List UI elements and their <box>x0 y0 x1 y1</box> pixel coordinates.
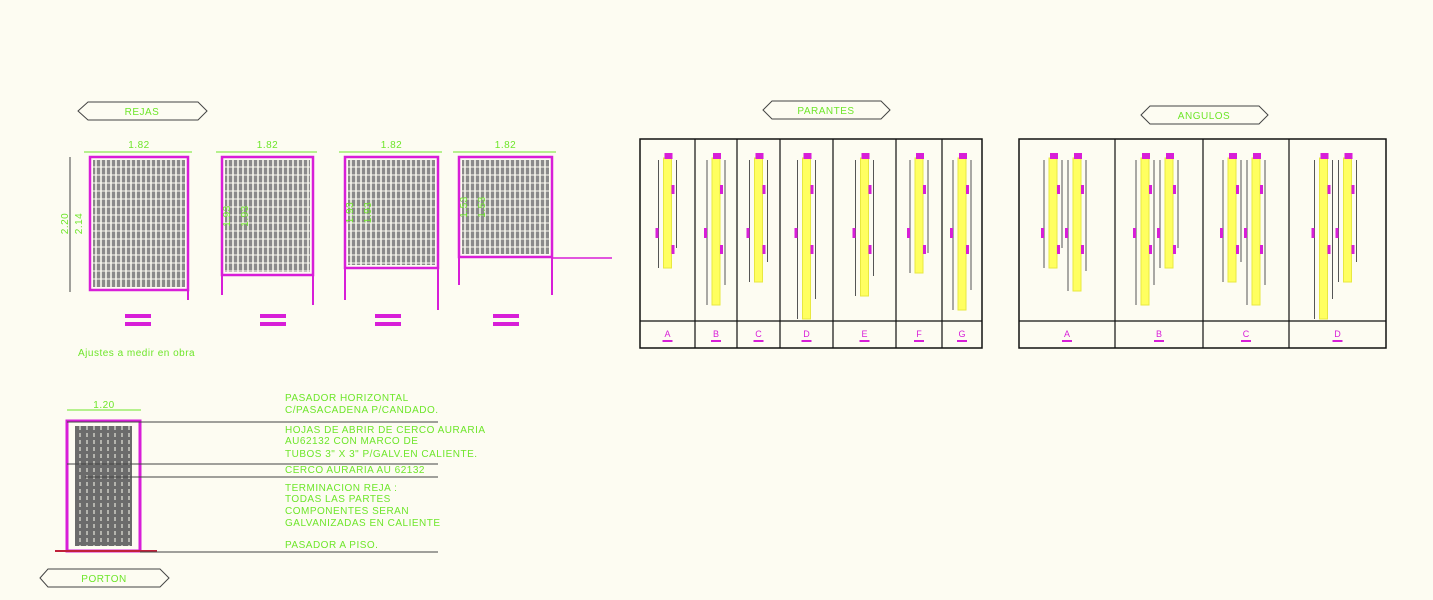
porton-notes: PASADOR HORIZONTAL C/PASACADENA P/CANDAD… <box>285 393 486 551</box>
post-detail <box>704 153 726 306</box>
porton-width-dim: 1.20 <box>93 400 114 411</box>
post-detail <box>1041 153 1087 292</box>
note-line: CERCO AURARIA AU 62132 <box>285 465 425 476</box>
gate-height-dim: 1.93 <box>345 202 356 223</box>
gate-width-dim: 1.82 <box>257 140 278 151</box>
gate-height-dim: 1.93 <box>222 205 233 226</box>
post-detail <box>655 153 677 269</box>
column-label: E <box>861 329 867 339</box>
rejas-tag-label: REJAS <box>125 107 160 118</box>
angulos-table: A B C D <box>1018 138 1387 349</box>
parantes-tag-label: PARANTES <box>797 106 854 117</box>
parantes-tag: PARANTES <box>762 100 891 120</box>
rejas-note: Ajustes a medir en obra <box>78 348 195 359</box>
equals-mark <box>260 314 286 318</box>
equals-mark <box>125 314 151 318</box>
gate-elevation: 1.82 1.93 1.93 <box>339 140 442 326</box>
gate-height-dim: 2.20 <box>60 213 71 234</box>
equals-mark <box>493 314 519 318</box>
post-detail <box>1311 153 1357 320</box>
note-line: COMPONENTES SERAN <box>285 506 409 517</box>
note-line: AU62132 CON MARCO DE <box>285 436 418 447</box>
post-detail <box>1220 153 1266 306</box>
gate-width-dim: 1.82 <box>495 140 516 151</box>
gate-height-dim: 1.93 <box>363 202 374 223</box>
post-detail <box>1133 153 1179 306</box>
post-detail <box>950 153 972 311</box>
porton-gate: 1.20 <box>55 400 438 553</box>
post-detail <box>746 153 768 283</box>
column-label: C <box>755 329 762 339</box>
column-label: A <box>1064 329 1070 339</box>
gate-height-dim: 1.93 <box>240 205 251 226</box>
note-line: C/PASACADENA P/CANDADO. <box>285 405 439 416</box>
gate-height-dim: 2.14 <box>74 213 85 234</box>
note-line: TERMINACION REJA : <box>285 483 397 494</box>
column-label: D <box>803 329 810 339</box>
note-line: GALVANIZADAS EN CALIENTE <box>285 518 441 529</box>
angulos-tag: ANGULOS <box>1140 105 1269 125</box>
gate-width-dim: 1.82 <box>381 140 402 151</box>
column-label: G <box>958 329 965 339</box>
gate-width-dim: 1.82 <box>128 140 149 151</box>
gate-elevation: 1.82 1.53 1.53 <box>453 140 556 326</box>
gate-height-dim: 1.53 <box>477 196 488 217</box>
angulos-tag-label: ANGULOS <box>1178 111 1230 122</box>
gate-elevation: 1.82 1.93 1.93 <box>216 140 317 326</box>
rejas-tag: REJAS <box>77 101 208 121</box>
gate-height-dim: 1.53 <box>459 196 470 217</box>
column-label: B <box>713 329 719 339</box>
post-detail <box>852 153 874 297</box>
note-line: TODAS LAS PARTES <box>285 494 391 505</box>
note-line: HOJAS DE ABRIR DE CERCO AURARIA <box>285 425 486 436</box>
note-line: PASADOR A PISO. <box>285 540 378 551</box>
column-label: D <box>1334 329 1341 339</box>
column-label: A <box>664 329 670 339</box>
column-label: B <box>1156 329 1162 339</box>
parantes-table: A B C D E F G <box>639 138 983 349</box>
equals-mark <box>375 314 401 318</box>
post-detail <box>794 153 816 320</box>
porton-tag-label: PORTON <box>81 574 126 585</box>
note-line: PASADOR HORIZONTAL <box>285 393 409 404</box>
column-label: F <box>916 329 922 339</box>
post-detail <box>907 153 929 274</box>
column-label: C <box>1243 329 1250 339</box>
porton-tag: PORTON <box>39 568 170 588</box>
note-line: TUBOS 3" X 3" P/GALV.EN CALIENTE. <box>285 449 478 460</box>
